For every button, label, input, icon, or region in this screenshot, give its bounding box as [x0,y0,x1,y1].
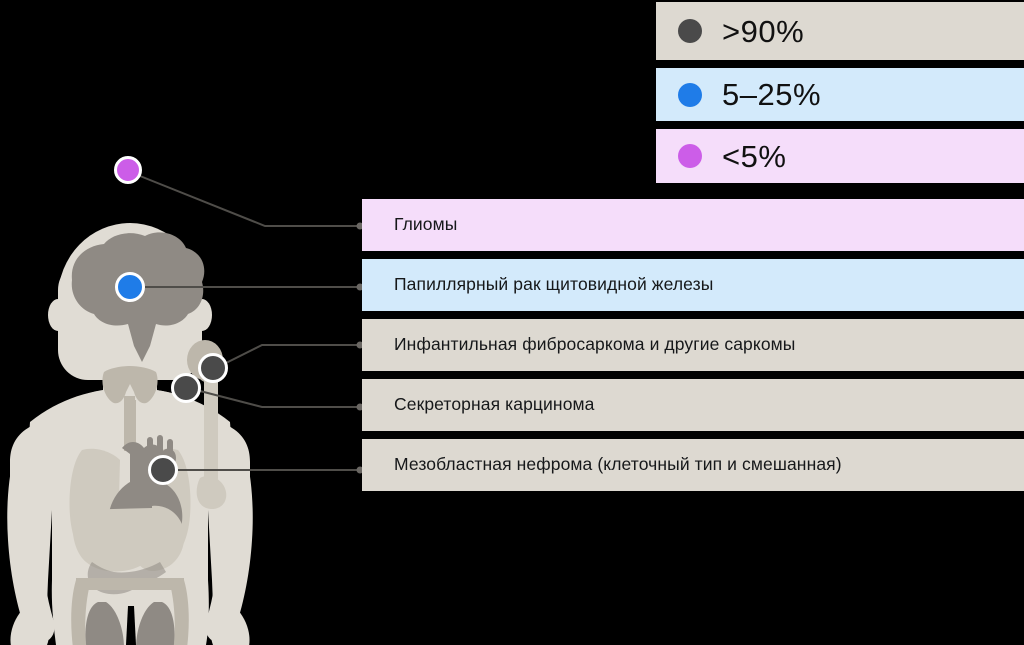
colon-organ [71,578,189,645]
label-row-gliomas[interactable]: Глиомы [362,199,1024,251]
trachea-organ [124,396,135,451]
marker-thyroid[interactable] [115,272,145,302]
legend-item-high[interactable]: >90% [656,2,1024,60]
circle-marker-icon [678,19,702,43]
legend-label: 5–25% [722,77,822,112]
label-text: Папиллярный рак щитовидной железы [394,274,714,295]
label-text: Секреторная карцинома [394,394,595,415]
legend-item-mid[interactable]: 5–25% [656,68,1024,121]
legend-label: <5% [722,138,787,174]
legend: >90% 5–25% <5% [656,2,1024,183]
label-row-mesoblastic-nephroma[interactable]: Мезобластная нефрома (клеточный тип и см… [362,439,1024,491]
kidneys-organ [85,602,175,645]
legend-item-low[interactable]: <5% [656,129,1024,183]
body-silhouette [7,223,253,645]
liver-organ [72,508,157,572]
marker-chest[interactable] [171,373,201,403]
circle-marker-icon [678,82,702,107]
marker-kidney[interactable] [148,455,178,485]
label-list: Глиомы Папиллярный рак щитовидной железы… [362,199,1024,491]
label-text: Мезобластная нефрома (клеточный тип и см… [394,454,842,475]
label-row-thyroid-carcinoma[interactable]: Папиллярный рак щитовидной железы [362,259,1024,311]
stomach-organ [136,505,185,572]
label-row-secretory-carcinoma[interactable]: Секреторная карцинома [362,379,1024,431]
label-text: Инфантильная фибросаркома и другие сарко… [394,334,796,355]
marker-shoulder[interactable] [198,353,228,383]
legend-label: >90% [722,13,805,49]
label-row-infantile-fibrosarcoma[interactable]: Инфантильная фибросаркома и другие сарко… [362,319,1024,371]
marker-brain[interactable] [114,156,142,184]
label-text: Глиомы [394,214,458,235]
circle-marker-icon [678,144,702,168]
